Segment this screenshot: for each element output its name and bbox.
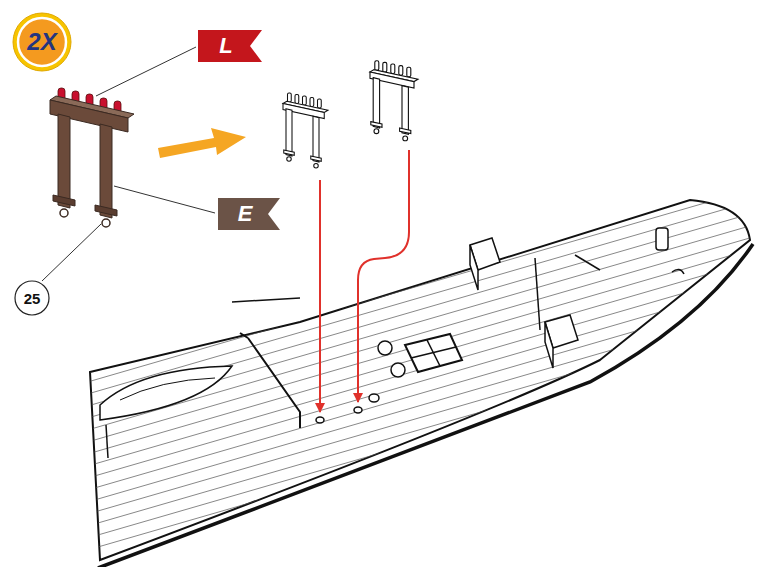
pin-outline [318,99,322,108]
bitt [656,228,668,250]
davit [106,425,108,458]
pin-outline [391,64,395,74]
plank-line [60,259,757,462]
part-outline [370,61,418,141]
flag-shape [198,30,262,62]
part-outline [283,93,328,168]
mast-hole [369,394,379,402]
hatch-divider [411,347,456,358]
rail-leg [58,114,70,208]
companionway [535,258,540,330]
capstan [391,363,405,377]
leg-outline [373,78,379,128]
part-flag: L [198,30,262,62]
part-letter: E [238,203,253,225]
deck-house-side [545,322,553,368]
pin-outline [399,66,403,76]
part-flag: E [218,198,280,230]
foot-outline [284,150,295,155]
plank-line [60,271,757,474]
direction-arrow [158,128,246,158]
eye-ring [102,219,110,227]
ring-outline [374,129,379,134]
pin-outline [303,96,307,105]
rail-foot [95,205,117,216]
leader-line [96,47,196,96]
colored-part [50,88,134,227]
cleat [575,255,600,270]
part-letter: L [219,35,232,57]
pin-outline [407,67,411,77]
pin-outline [383,62,387,72]
cleat [672,269,684,274]
leg-outline [402,86,408,135]
badge-ring [13,13,71,71]
hull-side [98,244,753,567]
quarterdeck-break [248,338,300,428]
mast-hole [316,417,324,423]
callout-number: 25 [24,291,41,306]
lifeboat [100,366,232,420]
quarterdeck-rail [240,333,248,338]
plank-line [60,355,757,558]
flag-shape [218,198,280,230]
foot-outline [371,122,382,128]
leader-line [114,186,215,213]
pin-outline [375,61,379,71]
quantity-text: 2X [27,30,56,54]
deck-outline [90,200,750,560]
plank-line [60,295,757,498]
deck-house-side [470,245,478,290]
rail-leg [100,124,112,218]
plank-line [60,319,757,522]
eye-ring [60,209,68,217]
callout-number: 25 [14,280,50,316]
ring-outline [287,157,292,162]
foot-outline [311,156,322,161]
leg-outline [286,109,292,156]
mast-hole [354,407,362,413]
lifeboat-seat [120,378,215,400]
badge-face [18,18,66,66]
foot-outline [400,128,411,134]
pin-outline [288,93,292,102]
plank-line [60,247,757,450]
rail-foot [53,195,75,206]
plank-line [60,235,757,438]
ship-hull [60,187,757,567]
capstan [378,341,392,355]
callout-circle [15,281,49,315]
plank-line [60,331,757,534]
pin-outline [310,98,314,107]
leg-outline [313,116,319,162]
hatch-grating [405,334,462,372]
leader-line [42,224,101,281]
placement-arrow [358,150,409,402]
boom-spar [232,298,300,302]
pin-outline [295,95,299,104]
quantity-badge: 2X [12,12,72,72]
plank-line [60,223,757,426]
plank-line [60,343,757,546]
plank-line [60,307,757,510]
ring-outline [314,164,319,169]
placement-arrow [319,180,321,412]
plank-line [60,283,757,486]
ring-outline [403,136,408,141]
